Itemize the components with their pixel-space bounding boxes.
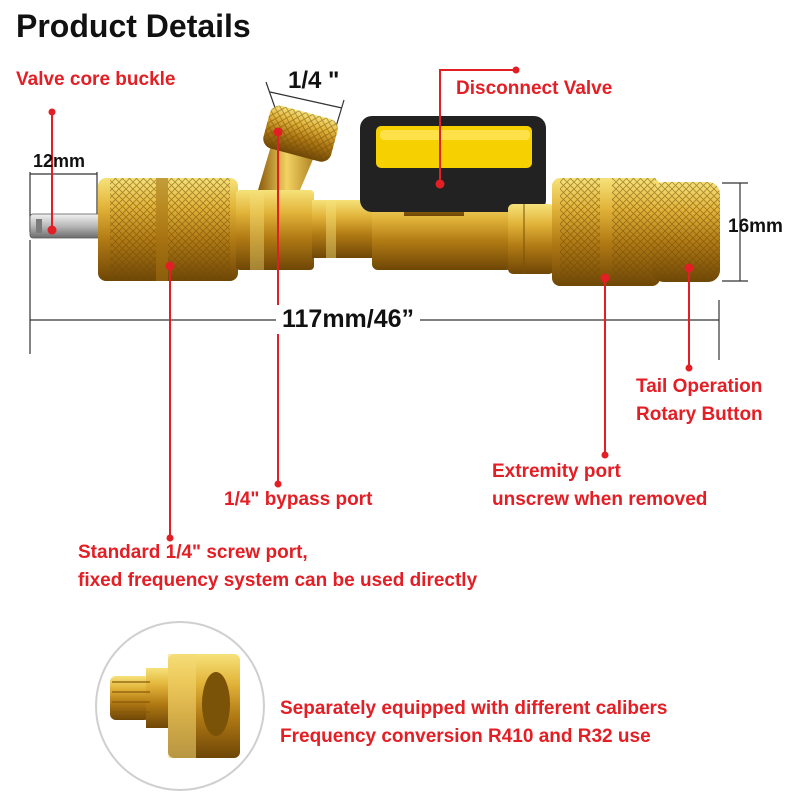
callout-disconnect-valve: Disconnect Valve [456, 78, 613, 99]
callout-pointers [47, 66, 694, 542]
callout-standard-port: Standard 1/4" screw port, fixed frequenc… [78, 539, 477, 595]
callout-extremity-port: Extremity port unscrew when removed [492, 458, 707, 514]
callout-extremity-line-2: unscrew when removed [492, 489, 708, 510]
dim-117mm-label: 117mm/46” [276, 305, 421, 334]
dim-12mm-label: 12mm [33, 151, 86, 171]
callout-separately-line-1: Separately equipped with different calib… [280, 698, 668, 719]
callout-bypass-port: 1/4" bypass port [224, 489, 373, 510]
dim-16mm-bracket [722, 182, 748, 282]
callout-tail-operation: Tail Operation Rotary Button [636, 373, 763, 429]
page-title: Product Details [16, 8, 251, 44]
callout-extremity-line-1: Extremity port [492, 461, 621, 482]
callout-valve-core-buckle: Valve core buckle [16, 69, 176, 90]
callout-standard-line-1: Standard 1/4" screw port, [78, 542, 308, 563]
dim-quarter-label: 1/4 " [288, 67, 340, 94]
callout-standard-line-2: fixed frequency system can be used direc… [78, 570, 478, 591]
valve-tool [29, 105, 720, 286]
adapter-fitting [95, 621, 265, 791]
callout-separately-line-2: Frequency conversion R410 and R32 use [280, 726, 651, 747]
callout-separately-equipped: Separately equipped with different calib… [280, 695, 668, 751]
callout-tail-line-2: Rotary Button [636, 404, 763, 425]
dim-16mm-label: 16mm [728, 216, 783, 237]
callout-tail-line-1: Tail Operation [636, 376, 763, 397]
